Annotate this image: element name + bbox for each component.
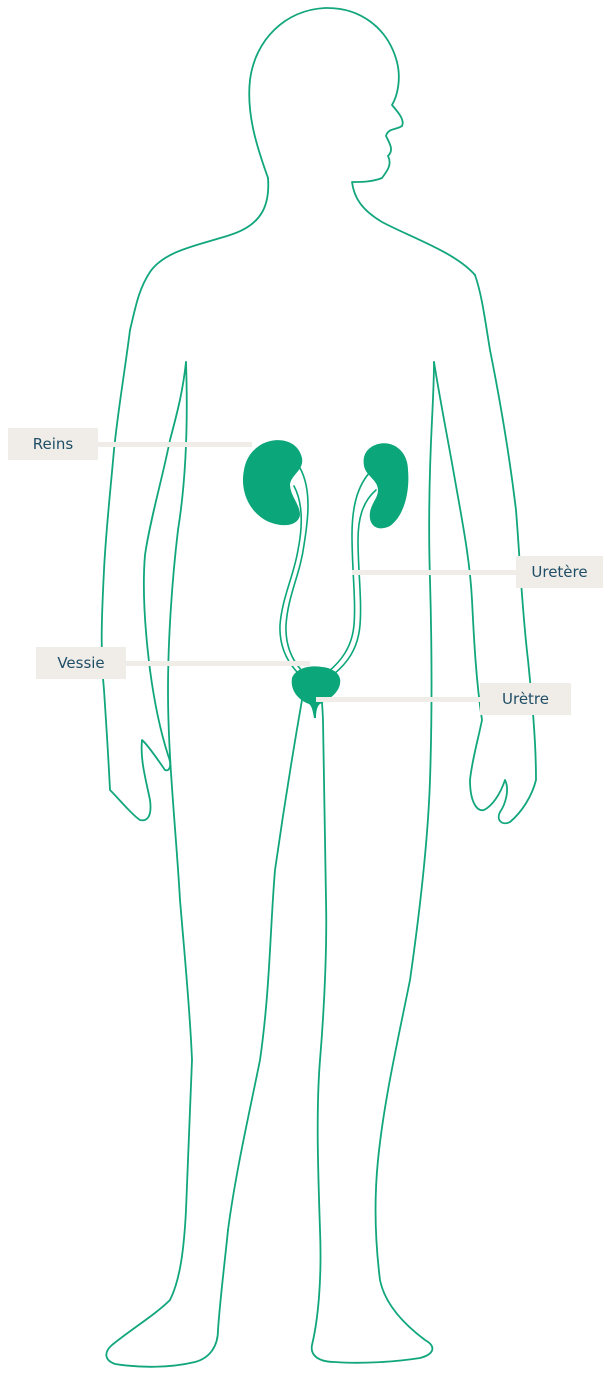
label-reins: Reins <box>8 428 98 460</box>
label-vessie: Vessie <box>36 647 126 679</box>
bladder <box>292 666 341 718</box>
label-uretere: Uretère <box>516 556 603 588</box>
vessie-leader-line <box>126 661 310 666</box>
uretre-leader-line <box>316 697 480 702</box>
uretere-leader-line <box>352 570 516 575</box>
left-kidney <box>243 440 302 525</box>
reins-leader-line <box>98 442 252 447</box>
right-ureter-inner <box>334 490 376 674</box>
right-kidney <box>364 443 409 528</box>
label-uretre: Urètre <box>480 683 571 715</box>
urinary-organs <box>243 440 408 718</box>
